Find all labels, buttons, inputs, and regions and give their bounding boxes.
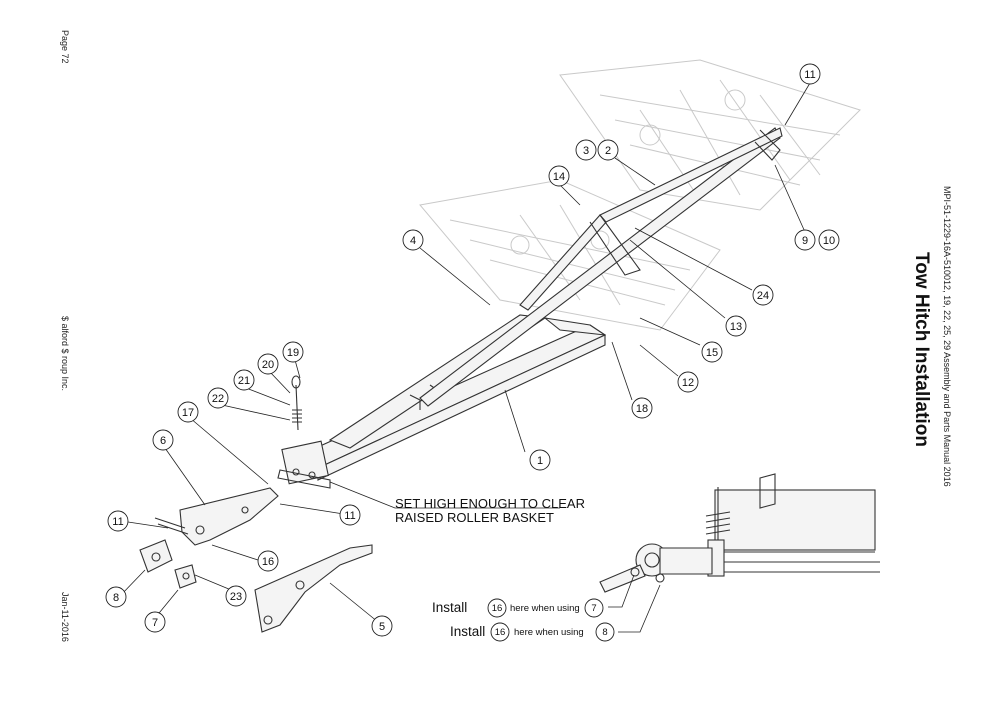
callout-bubble-c24: [752, 284, 774, 306]
callout-bubble-c11a: [799, 63, 821, 85]
callout-label-c21: 21: [238, 375, 250, 387]
callout-bubble-c23: [225, 585, 247, 607]
callout-bubble-c2: [597, 139, 619, 161]
callout-bubble-c20: [257, 353, 279, 375]
callout-bubble-c12: [677, 371, 699, 393]
hitch-frame: [277, 314, 607, 489]
callout-label-c1: 1: [537, 455, 543, 467]
callout-label-c3: 3: [583, 145, 589, 157]
callout-bubble-c8: [105, 586, 127, 608]
install-note-1-text: here when using: [510, 603, 580, 614]
note-line-2: RAISED ROLLER BASKET: [395, 510, 554, 525]
callout-label-c2: 2: [605, 145, 611, 157]
callout-label-c17: 17: [182, 407, 194, 419]
install-note-1-part: 16: [492, 603, 503, 614]
hitch-plate-6: [179, 487, 279, 546]
callout-label-c16: 16: [262, 556, 274, 568]
callout-bubble-c17: [177, 401, 199, 423]
callout-bubble-c16: [257, 550, 279, 572]
install-note-2-part-bubble: [490, 622, 510, 642]
detail-view: [599, 473, 880, 593]
install-note-2-text: here when using: [514, 627, 584, 638]
callout-label-c18: 18: [636, 403, 648, 415]
clevis-parts: [139, 517, 197, 589]
callout-label-c11c: 11: [344, 510, 355, 522]
callout-bubble-c3: [575, 139, 597, 161]
callout-label-c11b: 11: [112, 516, 123, 528]
diagonal-brace-tube: [419, 127, 783, 407]
install-note-1-target-bubble: [584, 598, 604, 618]
callout-label-c11a: 11: [804, 69, 815, 81]
callout-label-c20: 20: [262, 359, 274, 371]
jack-pin-assembly: [291, 375, 302, 431]
callout-label-c22: 22: [212, 393, 224, 405]
install-note-1-prefix: Install: [432, 600, 467, 615]
install-note-2-part: 16: [495, 627, 506, 638]
install-note-2-target: 8: [602, 627, 607, 638]
callout-bubble-c11c: [339, 504, 361, 526]
drawbar-5: [254, 544, 373, 633]
callout-bubble-c6: [152, 429, 174, 451]
callout-label-c14: 14: [553, 171, 565, 183]
callout-label-c12: 12: [682, 377, 694, 389]
machine-frame-ghost: [419, 59, 861, 331]
callout-bubble-c21: [233, 369, 255, 391]
callout-bubble-c10: [818, 229, 840, 251]
callout-label-c4: 4: [410, 235, 416, 247]
note-line-1: SET HIGH ENOUGH TO CLEAR: [395, 496, 585, 511]
install-note-1: Install 16 here when using 7: [432, 598, 604, 618]
callout-bubble-c19: [282, 341, 304, 363]
install-note-1-part-bubble: [487, 598, 507, 618]
callout-label-c13: 13: [730, 321, 742, 333]
callout-bubble-c14: [548, 165, 570, 187]
callout-bubbles: 11 3 2 14 9 10 4 24 13 15 12 18 19 20 21 22 1 17 6 11 11 16 8 2…: [105, 63, 840, 637]
callout-bubble-c9: [794, 229, 816, 251]
callout-bubble-c4: [402, 229, 424, 251]
leader-lines: [119, 82, 811, 633]
callout-bubble-c13: [725, 315, 747, 337]
callout-bubble-c18: [631, 397, 653, 419]
install-note-2: Install 16 here when using 8: [450, 622, 615, 642]
callout-bubble-c11b: [107, 510, 129, 532]
callout-label-c23: 23: [230, 591, 242, 603]
callout-bubble-c7: [144, 611, 166, 633]
callout-label-c24: 24: [757, 290, 769, 302]
callout-label-c10: 10: [823, 235, 835, 247]
install-note-2-prefix: Install: [450, 624, 485, 639]
callout-bubble-c15: [701, 341, 723, 363]
callout-label-c7: 7: [152, 617, 158, 629]
callout-label-c6: 6: [160, 435, 166, 447]
callout-bubble-c22: [207, 387, 229, 409]
install-note-2-target-bubble: [595, 622, 615, 642]
callout-label-c19: 19: [287, 347, 299, 359]
callout-label-c5: 5: [379, 621, 385, 633]
callout-bubble-c5: [371, 615, 393, 637]
callout-label-c15: 15: [706, 347, 718, 359]
callout-bubble-c1: [529, 449, 551, 471]
callout-label-c9: 9: [802, 235, 808, 247]
install-note-1-target: 7: [591, 603, 596, 614]
callout-label-c8: 8: [113, 592, 119, 604]
